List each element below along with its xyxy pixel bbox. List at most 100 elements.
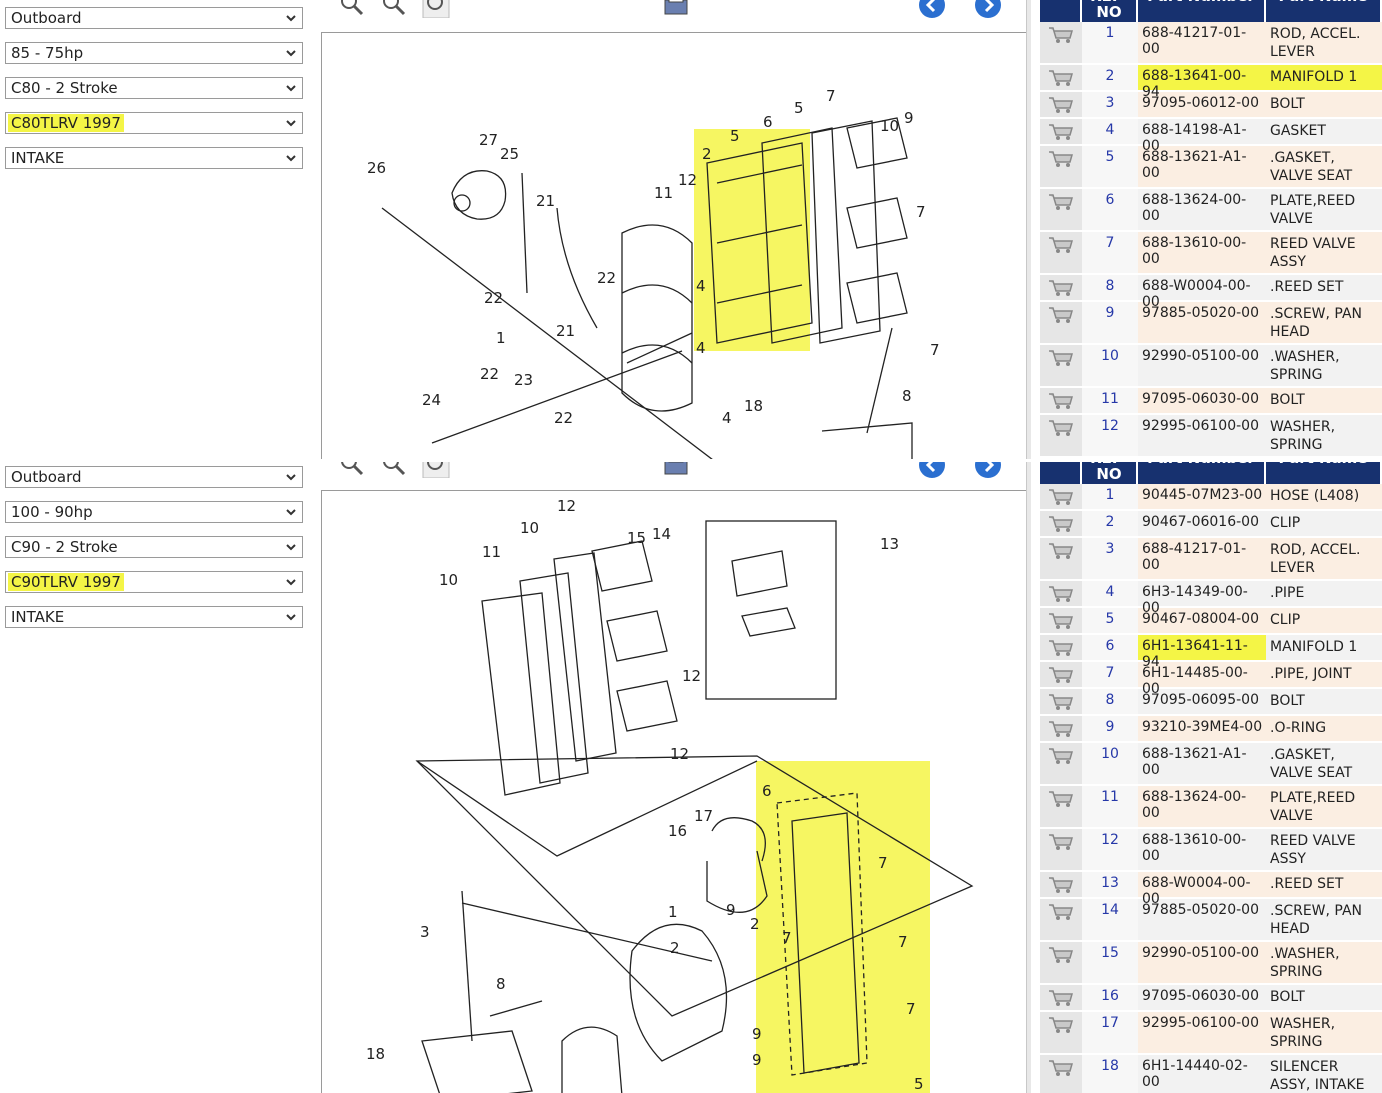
ref-no-link[interactable]: 9 [1082,302,1138,343]
add-to-cart-icon[interactable] [1048,419,1074,437]
cart-cell[interactable] [1040,786,1082,827]
zoom-in-icon[interactable] [338,0,366,18]
cart-cell[interactable] [1040,388,1082,413]
cart-cell[interactable] [1040,1055,1082,1093]
ref-no-link[interactable]: 9 [1082,716,1138,741]
ref-no-link[interactable]: 7 [1082,232,1138,273]
cart-cell[interactable] [1040,635,1082,660]
add-to-cart-icon[interactable] [1048,279,1074,297]
cart-cell[interactable] [1040,232,1082,273]
cart-cell[interactable] [1040,538,1082,579]
cart-cell[interactable] [1040,743,1082,784]
cart-cell[interactable] [1040,899,1082,940]
cart-cell[interactable] [1040,302,1082,343]
add-to-cart-icon[interactable] [1048,193,1074,211]
cart-cell[interactable] [1040,65,1082,90]
horsepower-select[interactable]: 85 - 75hp [5,42,303,64]
variant-select[interactable]: C80TLRV 1997 [5,112,303,134]
add-to-cart-icon[interactable] [1048,612,1074,630]
print-icon[interactable] [662,0,690,20]
ref-no-link[interactable]: 11 [1082,786,1138,827]
print-icon[interactable] [662,462,690,480]
ref-no-link[interactable]: 12 [1082,415,1138,456]
add-to-cart-icon[interactable] [1048,488,1074,506]
add-to-cart-icon[interactable] [1048,720,1074,738]
cart-cell[interactable] [1040,189,1082,230]
add-to-cart-icon[interactable] [1048,69,1074,87]
ref-no-link[interactable]: 8 [1082,689,1138,714]
ref-no-link[interactable]: 1 [1082,22,1138,63]
ref-no-link[interactable]: 8 [1082,275,1138,300]
add-to-cart-icon[interactable] [1048,833,1074,851]
add-to-cart-icon[interactable] [1048,123,1074,141]
previous-arrow-icon[interactable] [918,462,946,478]
cart-cell[interactable] [1040,146,1082,187]
add-to-cart-icon[interactable] [1048,515,1074,533]
add-to-cart-icon[interactable] [1048,349,1074,367]
ref-no-link[interactable]: 10 [1082,743,1138,784]
section-select[interactable]: INTAKE [5,606,303,628]
ref-no-link[interactable]: 7 [1082,662,1138,687]
cart-cell[interactable] [1040,942,1082,983]
add-to-cart-icon[interactable] [1048,26,1074,44]
zoom-out-icon[interactable] [380,0,408,18]
ref-no-link[interactable]: 4 [1082,581,1138,606]
add-to-cart-icon[interactable] [1048,876,1074,894]
ref-no-link[interactable]: 6 [1082,189,1138,230]
add-to-cart-icon[interactable] [1048,236,1074,254]
cart-cell[interactable] [1040,484,1082,509]
zoom-reset-icon[interactable] [422,0,450,18]
cart-cell[interactable] [1040,119,1082,144]
add-to-cart-icon[interactable] [1048,693,1074,711]
add-to-cart-icon[interactable] [1048,306,1074,324]
cart-cell[interactable] [1040,581,1082,606]
ref-no-link[interactable]: 14 [1082,899,1138,940]
model-select[interactable]: C90 - 2 Stroke [5,536,303,558]
cart-cell[interactable] [1040,872,1082,897]
cart-cell[interactable] [1040,829,1082,870]
ref-no-link[interactable]: 11 [1082,388,1138,413]
next-arrow-icon[interactable] [974,0,1002,18]
add-to-cart-icon[interactable] [1048,1016,1074,1034]
splitter-bar[interactable] [1026,462,1031,1093]
ref-no-link[interactable]: 4 [1082,119,1138,144]
cart-cell[interactable] [1040,1012,1082,1053]
ref-no-link[interactable]: 16 [1082,985,1138,1010]
add-to-cart-icon[interactable] [1048,989,1074,1007]
category-select[interactable]: Outboard [5,7,303,29]
previous-arrow-icon[interactable] [918,0,946,18]
cart-cell[interactable] [1040,985,1082,1010]
ref-no-link[interactable]: 17 [1082,1012,1138,1053]
variant-select[interactable]: C90TLRV 1997 [5,571,303,593]
model-select[interactable]: C80 - 2 Stroke [5,77,303,99]
ref-no-link[interactable]: 1 [1082,484,1138,509]
ref-no-link[interactable]: 13 [1082,872,1138,897]
cart-cell[interactable] [1040,608,1082,633]
add-to-cart-icon[interactable] [1048,790,1074,808]
ref-no-link[interactable]: 6 [1082,635,1138,660]
cart-cell[interactable] [1040,92,1082,117]
cart-cell[interactable] [1040,689,1082,714]
category-select[interactable]: Outboard [5,466,303,488]
next-arrow-icon[interactable] [974,462,1002,478]
add-to-cart-icon[interactable] [1048,946,1074,964]
add-to-cart-icon[interactable] [1048,903,1074,921]
